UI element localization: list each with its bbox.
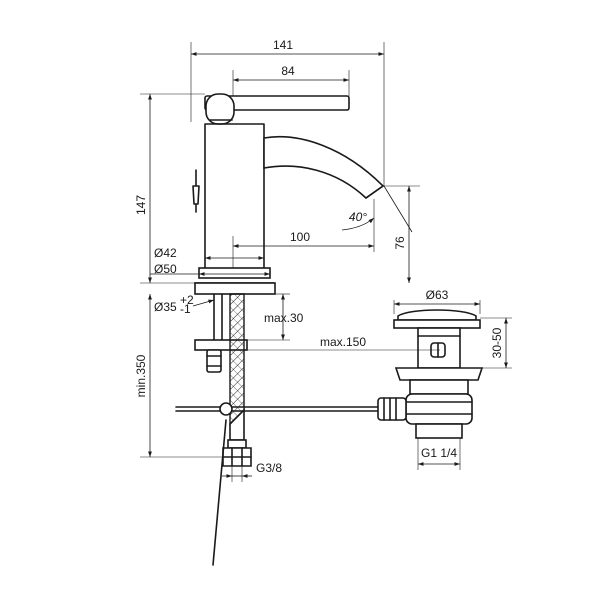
dim-waste-range: 30-50 [490, 327, 504, 358]
dim-height: 147 [134, 195, 148, 215]
waste-cap [397, 309, 477, 321]
dim-waste-thread: G1 1/4 [421, 446, 457, 460]
lever-handle [204, 95, 350, 111]
dim-hose-thread: G3/8 [256, 461, 282, 475]
fixing-nut [206, 349, 222, 373]
dim-max-depth: max.150 [320, 335, 366, 349]
dim-base-inner: Ø42 [154, 246, 177, 260]
hose-connector [227, 439, 247, 449]
dim-overall-width: 141 [273, 38, 293, 52]
dim-hole-tol-minus: -1 [180, 302, 191, 316]
dim-spout-reach: 100 [290, 230, 310, 244]
dim-min-hose: min.350 [134, 354, 148, 397]
dim-angle: 40° [349, 210, 367, 224]
dim-base-outer: Ø50 [154, 262, 177, 276]
dim-hole-diameter: Ø35 [154, 300, 177, 314]
link-clip [219, 402, 233, 416]
braided-hose [229, 293, 245, 426]
dim-spout-height: 76 [393, 236, 407, 250]
dimension-annotations: 141 84 147 40° 100 76 Ø42 Ø50 Ø35 +2 -1 … [134, 38, 508, 478]
dim-arc-angle [341, 217, 375, 231]
waste-valve [377, 309, 484, 439]
popup-rod [192, 169, 200, 213]
waste-nut [394, 367, 484, 381]
dim-lever-length: 84 [281, 64, 295, 78]
dim-waste-diameter: Ø63 [426, 288, 449, 302]
dim-hole-tol-plus: +2 [180, 293, 194, 307]
basin-plate [194, 282, 276, 295]
spout [263, 136, 385, 200]
faucet-base [198, 267, 271, 279]
dim-line-35 [192, 299, 215, 307]
pull-rod [212, 419, 227, 566]
dim-max-thickness: max.30 [264, 311, 304, 325]
faucet [175, 93, 385, 566]
